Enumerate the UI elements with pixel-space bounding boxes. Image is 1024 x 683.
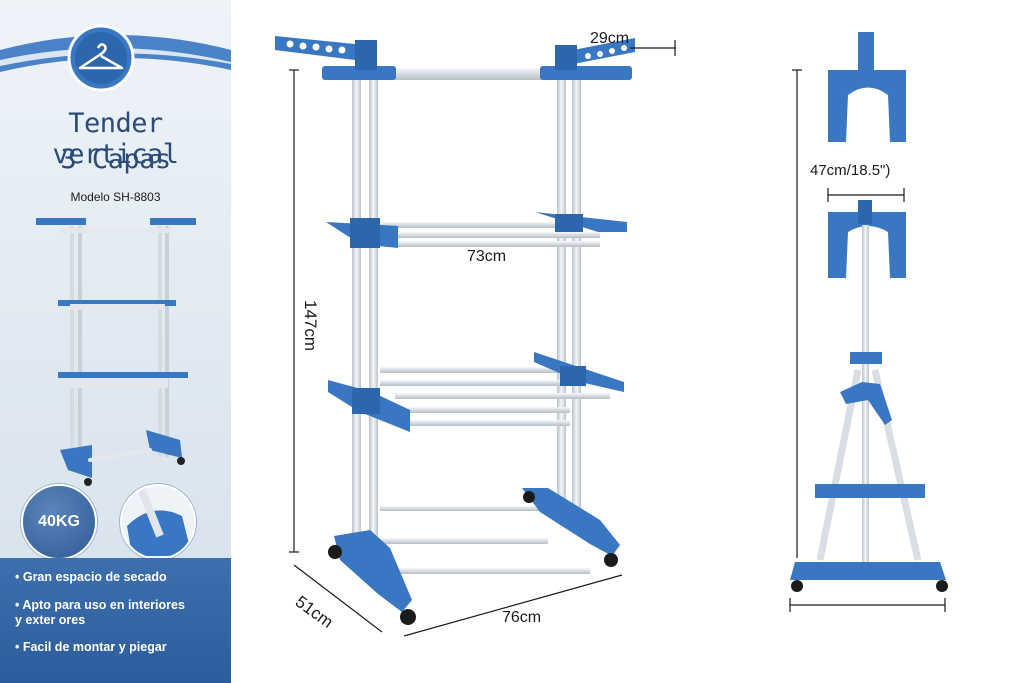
dimension-width: 76cm	[502, 609, 542, 626]
dimension-wing: 29cm	[590, 30, 630, 47]
feature-item: • Facil de montar y piegar	[15, 640, 167, 654]
dimension-shelf: 73cm	[467, 248, 507, 265]
feature-item: • Apto para uso en interiores y exter or…	[15, 598, 185, 627]
rack-base	[328, 488, 620, 625]
dimension-height: 147cm	[301, 300, 320, 352]
top-shelf	[275, 36, 635, 80]
side-view	[790, 32, 948, 592]
dimension-side-width: 47cm/18.5")	[810, 162, 891, 179]
product-title: Tender vertical	[52, 108, 179, 170]
detail-badge	[120, 484, 196, 560]
joint-detail-icon	[127, 486, 192, 556]
rack-poles	[352, 78, 581, 558]
model-number: Modelo SH-8803	[70, 190, 161, 204]
features-band	[0, 558, 231, 683]
bottom-shelf	[328, 352, 624, 432]
feature-item: • Gran espacio de secado	[15, 570, 167, 584]
dimension-lines	[289, 40, 946, 637]
rack-thumbnail	[36, 218, 196, 486]
middle-shelf	[326, 212, 627, 248]
info-panel: Tender vertical 3 Capas Modelo SH-8803 4…	[0, 0, 231, 683]
panel-decoration	[0, 24, 231, 486]
product-subtitle: 3 Capas	[60, 144, 171, 175]
hanger-icon	[67, 24, 135, 92]
weight-badge: 40KG	[21, 484, 97, 560]
